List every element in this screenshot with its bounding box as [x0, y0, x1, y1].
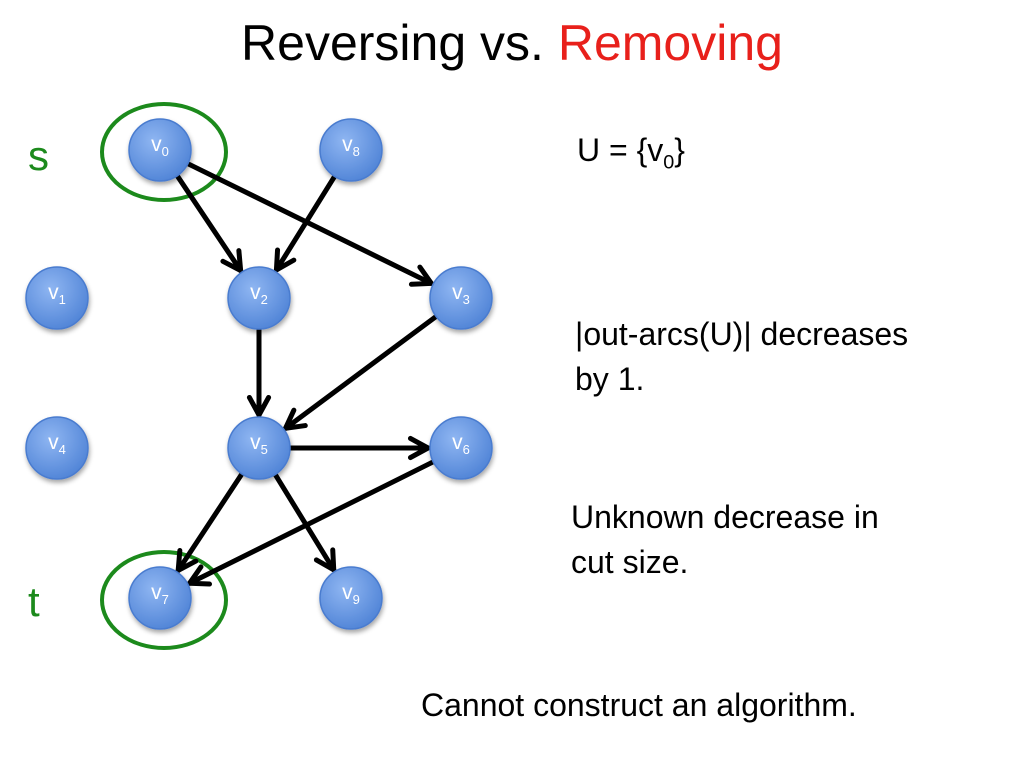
highlight-ring-v0 — [100, 102, 228, 202]
edge-v5-v7 — [175, 468, 247, 573]
node-v8 — [319, 118, 383, 182]
edge-v0-v2 — [173, 170, 244, 274]
node-label-v6: v6 — [452, 431, 470, 458]
node-label-v5: v5 — [250, 431, 268, 458]
node-v2 — [227, 266, 291, 330]
node-v6 — [429, 416, 493, 480]
out-arcs-line-1: |out-arcs(U)| decreases — [575, 316, 909, 352]
node-v7 — [128, 566, 192, 630]
edge-v5-v6 — [284, 435, 431, 461]
slide-title: Reversing vs. Removing — [0, 14, 1024, 72]
node-label-v7: v7 — [151, 581, 169, 608]
arrowhead-v5-v6 — [407, 435, 431, 461]
set-sub: 0 — [663, 151, 675, 174]
node-v4 — [25, 416, 89, 480]
edge-v5-v9 — [271, 469, 337, 573]
conclusion-note: Cannot construct an algorithm. — [421, 687, 857, 723]
highlight-ring-v7 — [100, 550, 228, 650]
edge-v2-v5 — [246, 323, 272, 418]
arrowhead-v2-v5 — [246, 394, 272, 418]
arrowhead-v5-v7 — [175, 548, 199, 573]
source-label: s — [28, 132, 49, 179]
node-v9 — [319, 566, 383, 630]
cut-size-line-2: cut size. — [571, 544, 689, 580]
arrowhead-v0-v2 — [220, 248, 244, 274]
edge-v8-v2 — [273, 171, 339, 273]
title-main: Reversing vs. — [241, 15, 544, 71]
node-label-v4: v4 — [48, 431, 66, 458]
node-v0 — [128, 118, 192, 182]
node-label-v1: v1 — [48, 281, 66, 308]
set-prefix: U = {v — [577, 132, 664, 168]
set-definition: U = {v0} — [577, 128, 685, 185]
out-arcs-note: |out-arcs(U)| decreases by 1. — [575, 312, 908, 402]
edge-v3-v5 — [282, 312, 442, 431]
arrowhead-v3-v5 — [282, 407, 308, 431]
cut-size-line-1: Unknown decrease in — [571, 499, 879, 535]
node-label-v8: v8 — [342, 133, 360, 160]
node-label-v0: v0 — [151, 133, 169, 160]
node-v5 — [227, 416, 291, 480]
edge-v6-v7 — [187, 457, 439, 587]
node-v3 — [429, 266, 493, 330]
arrowhead-v6-v7 — [187, 564, 213, 587]
node-label-v2: v2 — [250, 281, 268, 308]
arrowhead-v8-v2 — [273, 247, 297, 273]
node-v1 — [25, 266, 89, 330]
out-arcs-line-2: by 1. — [575, 361, 645, 397]
title-accent: Removing — [557, 15, 783, 71]
cut-size-note: Unknown decrease in cut size. — [571, 495, 879, 585]
arrowhead-v5-v9 — [313, 547, 337, 573]
target-label: t — [28, 578, 40, 625]
arrowhead-v0-v3 — [408, 264, 434, 287]
node-label-v3: v3 — [452, 281, 470, 308]
set-suffix: } — [674, 132, 685, 168]
node-label-v9: v9 — [342, 581, 360, 608]
